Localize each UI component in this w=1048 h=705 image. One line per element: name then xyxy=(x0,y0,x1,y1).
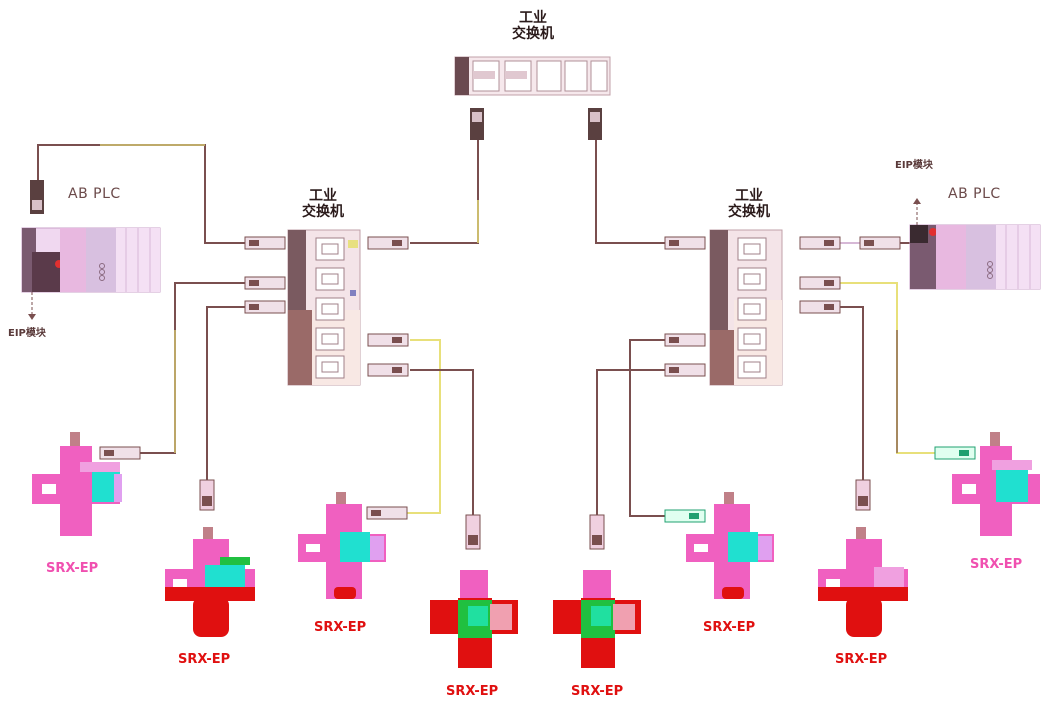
left-eip-label: EIP模块 xyxy=(8,328,46,339)
device-8-label: SRX-EP xyxy=(970,557,1023,572)
device-6-label: SRX-EP xyxy=(703,620,756,635)
connector xyxy=(367,236,409,250)
srx-ep-device-6 xyxy=(686,492,774,599)
connector xyxy=(664,509,706,523)
connectors xyxy=(30,108,976,550)
switch-label-line-2: 交换机 xyxy=(302,204,344,220)
connector xyxy=(367,333,409,347)
connector xyxy=(367,363,409,377)
left-plc-label: AB PLC xyxy=(68,186,121,202)
connector xyxy=(799,236,841,250)
right-ab-plc xyxy=(909,224,1041,290)
cable-right-switch-to-device-7 xyxy=(800,306,864,480)
connector xyxy=(855,479,871,511)
connector xyxy=(30,180,44,214)
connector xyxy=(588,108,602,140)
top-industrial-switch xyxy=(454,56,611,96)
device-4-label: SRX-EP xyxy=(446,684,499,699)
connector xyxy=(664,333,706,347)
left-switch-label: 工业 交换机 xyxy=(288,188,358,220)
srx-ep-device-2 xyxy=(165,527,255,637)
device-2-label: SRX-EP xyxy=(178,652,231,667)
device-3-label: SRX-EP xyxy=(314,620,367,635)
top-switch-label: 工业 交换机 xyxy=(498,10,568,42)
device-5-label: SRX-EP xyxy=(571,684,624,699)
cable-left-switch-to-device-2 xyxy=(206,306,245,480)
connector xyxy=(199,479,215,511)
srx-ep-device-1 xyxy=(32,432,122,536)
connector xyxy=(366,506,408,520)
connector xyxy=(244,276,286,290)
connector xyxy=(470,108,484,140)
device-1-label: SRX-EP xyxy=(46,561,99,576)
cable-top-to-right-switch xyxy=(595,140,665,244)
right-industrial-switch xyxy=(709,229,783,386)
connector xyxy=(589,514,605,550)
left-industrial-switch xyxy=(287,229,361,386)
srx-ep-device-5 xyxy=(553,570,641,668)
connector xyxy=(859,236,901,250)
connector xyxy=(244,300,286,314)
connector xyxy=(664,236,706,250)
connector xyxy=(99,446,141,460)
device-7-label: SRX-EP xyxy=(835,652,888,667)
srx-ep-device-7 xyxy=(818,527,908,637)
switch-label-line-1: 工业 xyxy=(519,10,547,26)
left-ab-plc xyxy=(21,227,161,293)
connector xyxy=(799,300,841,314)
connector xyxy=(934,446,976,460)
srx-ep-device-4 xyxy=(430,570,518,668)
cable-left-switch-to-device-3 xyxy=(405,339,441,514)
cables xyxy=(37,140,935,517)
connector xyxy=(244,236,286,250)
connector xyxy=(799,276,841,290)
switch-label-line-1: 工业 xyxy=(735,188,763,204)
cable-right-switch-to-device-6 xyxy=(629,339,665,517)
cable-top-to-left-switch xyxy=(410,140,479,244)
right-eip-arrow xyxy=(913,198,921,225)
right-switch-label: 工业 交换机 xyxy=(714,188,784,220)
srx-ep-device-3 xyxy=(298,492,386,599)
srx-ep-device-8 xyxy=(952,432,1040,536)
right-eip-label: EIP模块 xyxy=(895,160,933,171)
connector xyxy=(664,363,706,377)
cable-right-switch-to-device-5 xyxy=(596,369,665,515)
switch-label-line-1: 工业 xyxy=(309,188,337,204)
switch-label-line-2: 交换机 xyxy=(512,26,554,42)
cable-left-switch-to-device-4 xyxy=(410,369,474,515)
connector xyxy=(465,514,481,550)
left-eip-arrow xyxy=(28,292,36,320)
switch-label-line-2: 交换机 xyxy=(728,204,770,220)
right-plc-label: AB PLC xyxy=(948,186,1001,202)
cable-left-switch-to-device-1 xyxy=(140,282,245,454)
